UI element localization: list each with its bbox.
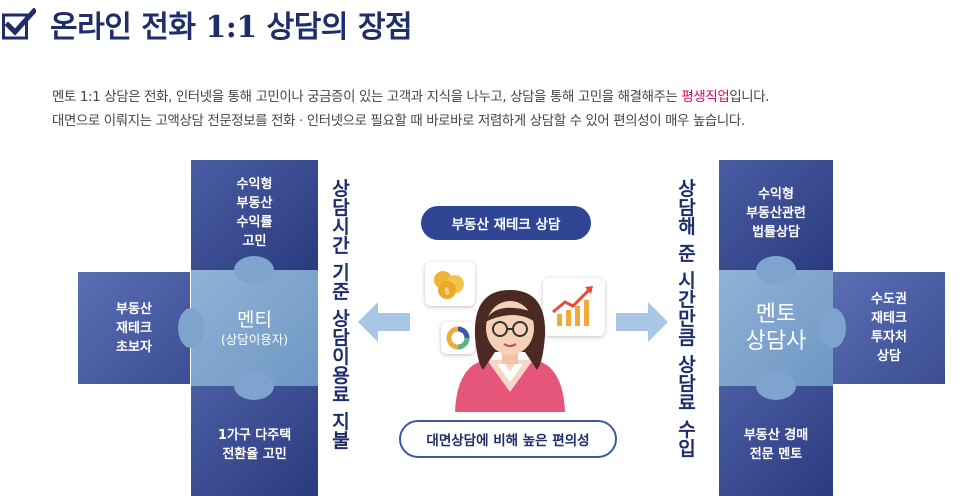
chart-growth-icon bbox=[543, 278, 605, 336]
checkbox-icon bbox=[2, 8, 36, 40]
right-vertical-char: 시 bbox=[678, 270, 696, 292]
right-vertical-char: 료 bbox=[678, 392, 696, 414]
description-line-2: 대면으로 이뤄지는 고액상담 전문정보를 전화 · 인터넷으로 필요할 때 바로… bbox=[52, 114, 745, 129]
left-puzzle-left: 부동산 재테크 초보자 bbox=[78, 272, 190, 384]
left-vertical-char: 상 bbox=[332, 308, 350, 330]
left-vertical-char: 지 bbox=[332, 411, 350, 433]
arrow-right-icon bbox=[616, 302, 668, 342]
right-puzzle-knob-bottom bbox=[756, 372, 796, 400]
right-vertical-char: 큼 bbox=[678, 327, 696, 349]
left-puzzle-bottom: 1가구 다주택 전환율 고민 bbox=[191, 386, 318, 496]
svg-text:$: $ bbox=[444, 287, 450, 297]
right-vertical-char: 입 bbox=[678, 438, 696, 460]
right-vertical-char: 상 bbox=[678, 178, 696, 200]
right-vertical-char: 만 bbox=[678, 308, 696, 330]
right-vertical-char: 담 bbox=[678, 197, 696, 219]
page-title: 온라인 전화 1:1 상담의 장점 bbox=[50, 10, 413, 45]
right-puzzle-bottom: 부동산 경매 전문 멘토 bbox=[719, 386, 833, 496]
left-vertical-char: 용 bbox=[332, 365, 350, 387]
left-puzzle-knob-bottom bbox=[234, 372, 274, 400]
left-puzzle-center-mentee: 멘티 (상담이용자) bbox=[191, 270, 318, 386]
left-vertical-char: 준 bbox=[332, 281, 350, 303]
donut-chart-icon bbox=[441, 322, 475, 354]
left-vertical-char: 담 bbox=[332, 327, 350, 349]
right-vertical-char: 수 bbox=[678, 419, 696, 441]
topic-pill: 부동산 재테크 상담 bbox=[421, 206, 591, 240]
right-vertical-char: 간 bbox=[678, 289, 696, 311]
left-vertical-char: 담 bbox=[332, 197, 350, 219]
right-puzzle-center-mentor: 멘토 상담사 bbox=[719, 270, 833, 386]
left-puzzle-knob-left bbox=[178, 308, 204, 348]
consultant-woman-icon bbox=[455, 290, 565, 412]
right-puzzle-right: 수도권 재테크 투자처 상담 bbox=[833, 272, 945, 384]
description-line-1: 멘토 1:1 상담은 전화, 인터넷을 통해 고민이나 궁금증이 있는 고객과 … bbox=[52, 90, 770, 105]
left-vertical-char: 간 bbox=[332, 235, 350, 257]
right-puzzle-knob-right bbox=[820, 308, 846, 348]
left-vertical-char: 료 bbox=[332, 384, 350, 406]
right-vertical-char: 준 bbox=[678, 243, 696, 265]
description: 멘토 1:1 상담은 전화, 인터넷을 통해 고민이나 궁금증이 있는 고객과 … bbox=[52, 86, 957, 134]
right-vertical-char: 해 bbox=[678, 216, 696, 238]
left-vertical-char: 불 bbox=[332, 430, 350, 452]
benefit-pill: 대면상담에 비해 높은 편의성 bbox=[399, 420, 617, 458]
left-puzzle-top: 수익형 부동산 수익률 고민 bbox=[191, 160, 318, 270]
right-vertical-char: 담 bbox=[678, 373, 696, 395]
left-vertical-char: 상 bbox=[332, 178, 350, 200]
left-puzzle-knob-top bbox=[234, 256, 274, 284]
right-puzzle-top: 수익형 부동산관련 법률상담 bbox=[719, 160, 833, 270]
highlight-text: 평생직업 bbox=[681, 90, 730, 105]
coins-icon: $ bbox=[425, 262, 475, 306]
left-vertical-char: 시 bbox=[332, 216, 350, 238]
left-vertical-char: 이 bbox=[332, 346, 350, 368]
right-puzzle-knob-top bbox=[756, 256, 796, 284]
left-vertical-char: 기 bbox=[332, 262, 350, 284]
arrow-left-icon bbox=[358, 302, 410, 342]
right-vertical-char: 상 bbox=[678, 354, 696, 376]
